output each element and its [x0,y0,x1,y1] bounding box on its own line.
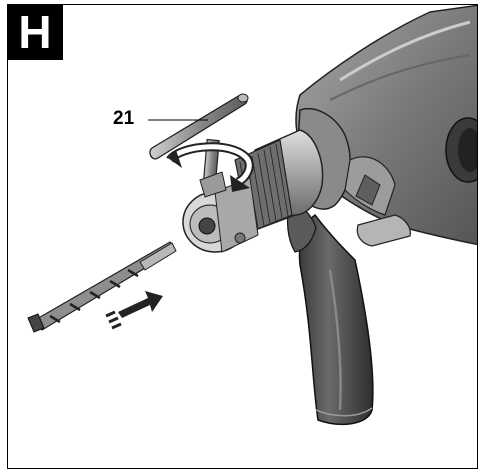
hammer-drill-icon [286,5,477,426]
drill-bit-icon [27,241,177,333]
figure-badge: H [7,4,63,60]
chuck-key-icon [149,93,249,198]
callout-label-21: 21 [113,108,135,129]
arrow-right-icon [105,291,163,330]
rotation-arrow-icon [166,142,254,192]
